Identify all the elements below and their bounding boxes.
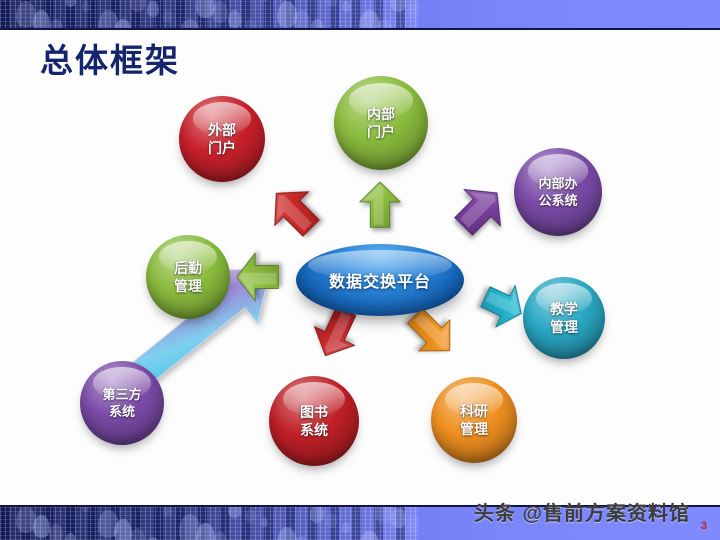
node-teaching-mgmt[interactable]: 教学管理 [523,277,605,359]
footer-band-blobs [0,505,432,540]
band-blob [81,1,90,12]
footer-band [0,505,720,540]
band-blob [65,533,77,540]
band-blob [374,19,393,30]
band-blob [16,506,37,533]
node-third-party[interactable]: 第三方系统 [80,361,164,445]
band-blob [48,524,63,540]
band-blob [228,10,242,28]
node-logistics-mgmt[interactable]: 后勤管理 [146,235,230,319]
band-blob [114,519,133,540]
band-blob [260,0,268,2]
node-research-mgmt-label-line-2: 管理 [460,421,488,437]
band-blob [211,532,228,540]
band-blob [244,509,255,523]
band-blob [97,10,119,30]
node-external-portal-label-line-1: 外部 [208,121,236,138]
node-logistics-mgmt-label-line-2: 管理 [174,278,202,294]
band-blob [195,523,215,540]
band-blob [179,514,202,540]
band-blob [32,10,50,30]
band-blob [32,515,50,538]
node-logistics-mgmt-label-line-1: 后勤 [174,259,202,276]
band-blob [293,536,311,540]
arrow-internal-office [443,173,518,248]
node-library-system-label-line-1: 图书 [300,403,328,420]
node-teaching-mgmt-label-line-1: 教学 [550,300,578,317]
band-blob [358,531,380,540]
band-blob [244,19,255,30]
hub-node-label: 数据交换平台 [328,274,431,291]
band-blob [146,1,159,18]
node-research-mgmt[interactable]: 科研管理 [431,377,517,463]
band-blob [277,1,298,28]
band-blob [309,505,324,523]
band-blob [0,0,7,2]
band-blob [342,522,351,533]
node-library-system-label-line-2: 系统 [300,422,328,438]
header-band [0,0,720,30]
band-blob [407,517,420,534]
footer-band-texture [0,505,418,540]
band-blob [163,10,172,23]
arrow-internal-portal [358,181,402,229]
band-blob [146,537,159,540]
band-blob [130,528,146,540]
band-blob [391,0,407,13]
header-band-texture [0,0,418,30]
node-internal-office-label-line-1: 内部办 [538,175,578,191]
band-blob [81,505,90,512]
band-blob [163,505,172,518]
node-teaching-mgmt-label-line-2: 管理 [550,319,578,335]
node-internal-portal[interactable]: 内部门户 [334,76,428,170]
band-blob [260,518,268,528]
band-blob [211,1,228,23]
node-external-portal-label-line-2: 门户 [208,140,236,156]
header-band-rule [0,28,720,30]
framework-diagram: 数据交换平台外部门户内部门户内部办公系统教学管理科研管理图书系统第三方系统后勤管… [0,55,720,495]
watermark-text: 头条 @售前方案资料馆 [473,503,690,525]
band-blob [326,0,337,7]
band-blob [277,527,298,540]
band-blob [130,0,146,13]
node-internal-office[interactable]: 内部办公系统 [514,148,602,236]
band-blob [16,1,37,28]
band-blob [293,10,311,30]
header-band-blobs [0,0,432,30]
page-number: 3 [700,520,707,532]
band-blob [374,505,393,524]
node-internal-portal-label-line-2: 门户 [367,124,395,140]
band-blob [309,19,324,30]
band-blob [179,19,202,30]
arrow-external-portal [257,174,331,248]
band-blob [228,505,242,518]
band-blob [97,510,119,539]
arrow-logistics-mgmt [236,251,280,303]
band-blob [48,19,63,30]
band-blob [65,0,77,7]
arrow-teaching-mgmt [473,273,532,336]
band-blob [407,1,420,18]
band-blob [358,10,380,30]
node-third-party-label-line-1: 第三方 [102,386,142,402]
node-library-system[interactable]: 图书系统 [269,376,359,466]
node-research-mgmt-label-line-1: 科研 [460,402,488,419]
page-title: 总体框架 [40,42,180,79]
band-blob [114,19,133,30]
arrow-research-mgmt [397,298,468,369]
band-blob [326,513,337,528]
node-internal-office-label-line-2: 公系统 [538,193,578,208]
band-blob [342,1,351,12]
band-blob [195,0,215,18]
hub-node-data-exchange-platform[interactable]: 数据交换平台 [296,244,464,316]
node-external-portal[interactable]: 外部门户 [179,96,265,182]
band-blob [391,508,407,529]
footer-band-rule [0,505,720,507]
node-third-party-label-line-2: 系统 [108,404,135,419]
node-internal-portal-label-line-1: 内部 [367,105,395,122]
